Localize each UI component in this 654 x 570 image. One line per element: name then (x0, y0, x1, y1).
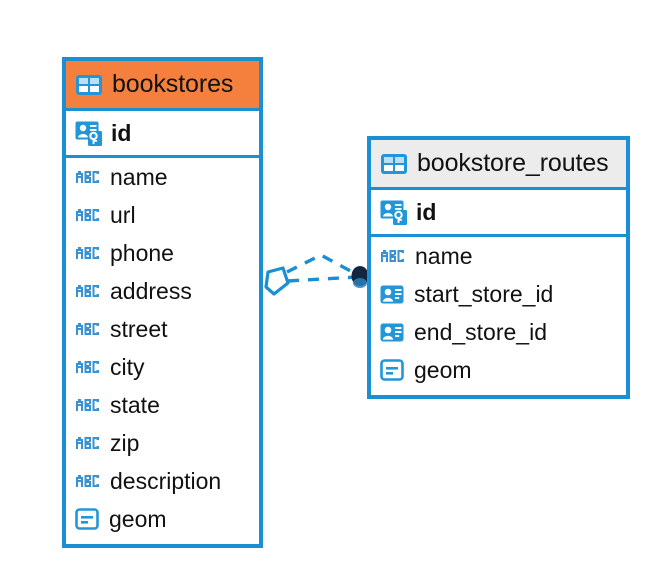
field-label-address: address (110, 277, 192, 304)
table-icon (75, 74, 103, 96)
filled-dot-marker-icon (351, 266, 369, 288)
field-row-bookstores-geom[interactable]: geom (66, 500, 259, 538)
field-label-end-store-id: end_store_id (414, 318, 547, 345)
field-row-routes-name[interactable]: name (371, 237, 626, 275)
field-label-geom: geom (109, 505, 167, 532)
geometry-icon (75, 508, 100, 530)
field-label-street: street (110, 315, 168, 342)
field-label-url: url (110, 201, 136, 228)
abc-text-icon (75, 170, 101, 184)
field-row-bookstores-state[interactable]: state (66, 386, 259, 424)
primary-key-icon (75, 120, 102, 146)
field-label-geom: geom (414, 356, 472, 383)
field-label-state: state (110, 391, 160, 418)
abc-text-icon (75, 322, 101, 336)
field-row-bookstores-address[interactable]: address (66, 272, 259, 310)
field-row-bookstores-id[interactable]: id (66, 111, 259, 158)
abc-text-icon (75, 398, 101, 412)
field-label-description: description (110, 467, 222, 494)
id-card-icon (380, 284, 405, 305)
entity-title-bookstores: bookstores (112, 70, 234, 98)
field-label-phone: phone (110, 239, 174, 266)
field-label-id: id (416, 198, 437, 225)
table-icon (380, 153, 408, 175)
field-label-name: name (415, 242, 473, 269)
field-row-routes-end-store-id[interactable]: end_store_id (371, 313, 626, 351)
entity-title-bookstore-routes: bookstore_routes (417, 149, 609, 177)
entity-header-bookstore-routes: bookstore_routes (371, 140, 626, 190)
field-label-name: name (110, 163, 168, 190)
field-row-routes-geom[interactable]: geom (371, 351, 626, 389)
abc-text-icon (75, 208, 101, 222)
field-row-bookstores-url[interactable]: url (66, 196, 259, 234)
entity-table-bookstores[interactable]: bookstores id (62, 57, 263, 548)
primary-key-icon (380, 199, 407, 225)
field-row-bookstores-phone[interactable]: phone (66, 234, 259, 272)
field-label-id: id (111, 119, 132, 146)
relationship-line-arc (286, 253, 357, 276)
field-label-city: city (110, 353, 145, 380)
field-label-zip: zip (110, 429, 140, 456)
field-row-routes-start-store-id[interactable]: start_store_id (371, 275, 626, 313)
field-row-bookstores-description[interactable]: description (66, 462, 259, 500)
field-row-bookstores-street[interactable]: street (66, 310, 259, 348)
field-row-bookstores-zip[interactable]: zip (66, 424, 259, 462)
field-row-bookstores-name[interactable]: name (66, 158, 259, 196)
entity-header-bookstores: bookstores (66, 61, 259, 111)
abc-text-icon (75, 284, 101, 298)
abc-text-icon (75, 246, 101, 260)
abc-text-icon (75, 360, 101, 374)
polygon-marker-icon (264, 266, 290, 296)
id-card-icon (380, 322, 405, 343)
field-row-routes-id[interactable]: id (371, 190, 626, 237)
abc-text-icon (380, 249, 406, 263)
field-label-start-store-id: start_store_id (414, 280, 554, 307)
field-row-bookstores-city[interactable]: city (66, 348, 259, 386)
abc-text-icon (75, 474, 101, 488)
geometry-icon (380, 359, 405, 381)
entity-table-bookstore-routes[interactable]: bookstore_routes id (367, 136, 630, 399)
relationship-line-straight (287, 275, 358, 283)
abc-text-icon (75, 436, 101, 450)
